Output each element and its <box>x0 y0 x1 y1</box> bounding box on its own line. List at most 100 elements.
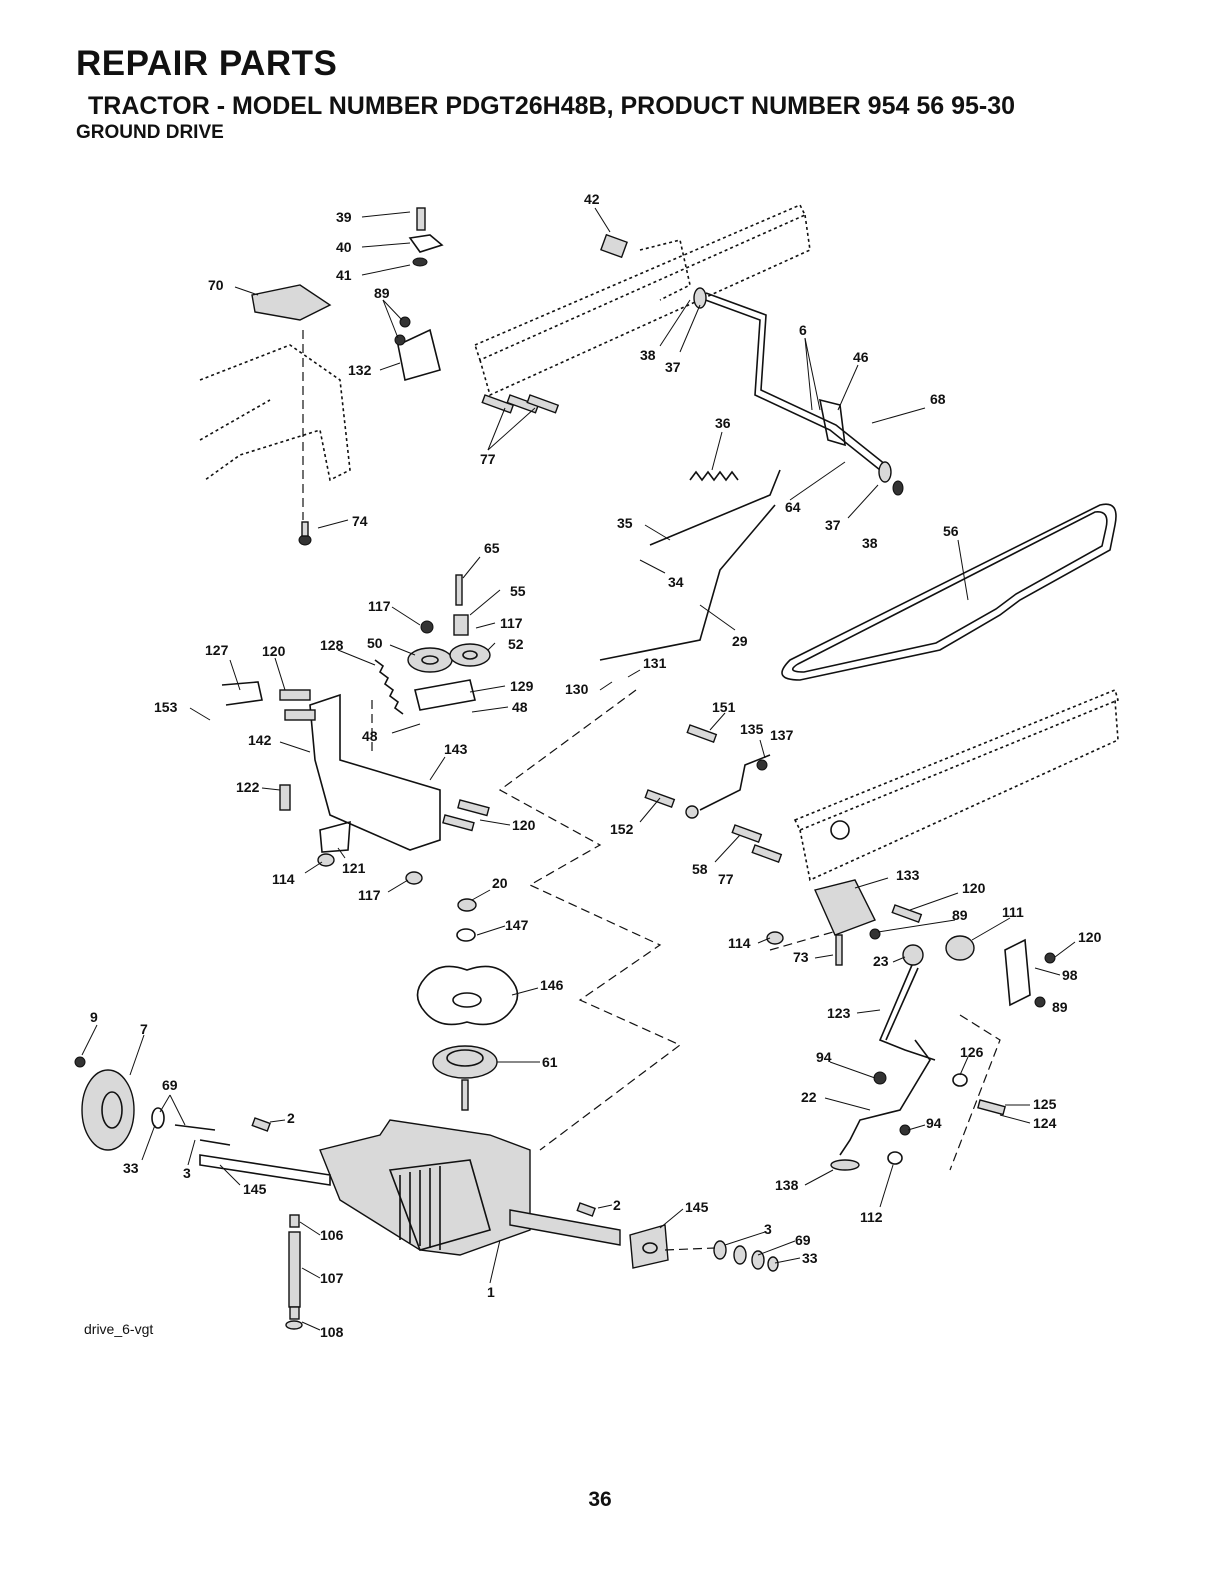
callout-37b: 37 <box>825 517 841 533</box>
part-shift-lever-123 <box>830 944 1006 1171</box>
callout-137: 137 <box>770 727 794 743</box>
callout-22: 22 <box>801 1089 817 1105</box>
callout-77b: 77 <box>718 871 734 887</box>
frame-rail-upper <box>474 203 811 397</box>
callout-33a: 33 <box>123 1160 139 1176</box>
callout-23: 23 <box>873 953 889 969</box>
callout-152: 152 <box>610 821 634 837</box>
callout-120b: 120 <box>512 817 536 833</box>
callout-151: 151 <box>712 699 736 715</box>
callout-46: 46 <box>853 349 869 365</box>
callout-36: 36 <box>715 415 731 431</box>
callout-leaders <box>81 207 1076 1331</box>
callout-52: 52 <box>508 636 524 652</box>
part-idler-pulleys-50-52 <box>407 574 491 673</box>
callout-64: 64 <box>785 499 801 515</box>
callout-123: 123 <box>827 1005 851 1021</box>
callout-65: 65 <box>484 540 500 556</box>
callout-153: 153 <box>154 699 178 715</box>
callout-147: 147 <box>505 917 529 933</box>
callout-40: 40 <box>336 239 352 255</box>
callout-127: 127 <box>205 642 229 658</box>
callout-138: 138 <box>775 1177 799 1193</box>
part-bolt-39 <box>408 207 444 267</box>
callout-41: 41 <box>336 267 352 283</box>
callout-145b: 145 <box>685 1199 709 1215</box>
callout-98: 98 <box>1062 967 1078 983</box>
callout-58: 58 <box>692 861 708 877</box>
callout-37: 37 <box>665 359 681 375</box>
part-spring-36 <box>689 470 739 482</box>
callout-94b: 94 <box>926 1115 942 1131</box>
callout-73: 73 <box>793 949 809 965</box>
page-title: REPAIR PARTS <box>76 44 338 83</box>
callout-69b: 69 <box>795 1232 811 1248</box>
callout-114a: 114 <box>272 871 295 887</box>
fender-outline <box>199 344 351 482</box>
section-title: GROUND DRIVE <box>76 122 224 143</box>
callout-117c: 117 <box>358 887 381 903</box>
callout-94a: 94 <box>816 1049 832 1065</box>
assembly-guide-lines <box>302 330 1001 1171</box>
callout-77: 77 <box>480 451 496 467</box>
callout-50: 50 <box>367 635 383 651</box>
callout-29: 29 <box>732 633 748 649</box>
part-rods-35-29 <box>599 469 781 661</box>
part-rod-107 <box>285 1214 303 1330</box>
callout-55: 55 <box>510 583 526 599</box>
callout-69a: 69 <box>162 1077 178 1093</box>
part-spacer-42 <box>600 233 628 259</box>
callout-1: 1 <box>487 1284 495 1300</box>
callout-42: 42 <box>584 191 600 207</box>
callout-38b: 38 <box>862 535 878 551</box>
part-bracket-142 <box>221 681 490 885</box>
callout-125: 125 <box>1033 1096 1057 1112</box>
callout-117b: 117 <box>500 615 523 631</box>
callout-labels: 39 40 41 42 70 89 132 77 38 37 6 46 68 3… <box>90 191 1102 1340</box>
callout-2b: 2 <box>613 1197 621 1213</box>
callout-89b: 89 <box>952 907 968 923</box>
callout-89c: 89 <box>1052 999 1068 1015</box>
callout-124: 124 <box>1033 1115 1057 1131</box>
callout-120d: 120 <box>1078 929 1102 945</box>
callout-68: 68 <box>930 391 946 407</box>
callout-145a: 145 <box>243 1181 267 1197</box>
callout-34: 34 <box>668 574 684 590</box>
callout-3a: 3 <box>183 1165 191 1181</box>
callout-142: 142 <box>248 732 272 748</box>
callout-9: 9 <box>90 1009 98 1025</box>
part-belt-56 <box>781 503 1117 681</box>
callout-35: 35 <box>617 515 633 531</box>
callout-106: 106 <box>320 1227 344 1243</box>
callout-132: 132 <box>348 362 372 378</box>
part-transaxle-1 <box>74 1056 779 1272</box>
callout-128: 128 <box>320 637 344 653</box>
callout-38: 38 <box>640 347 656 363</box>
callout-74: 74 <box>352 513 368 529</box>
callout-143: 143 <box>444 741 468 757</box>
callout-126: 126 <box>960 1044 984 1060</box>
part-pedal-pad-70 <box>251 284 332 321</box>
page-number: 36 <box>588 1488 612 1511</box>
callout-130: 130 <box>565 681 589 697</box>
callout-48b: 48 <box>362 728 378 744</box>
part-bolt-74 <box>298 521 312 546</box>
part-fan-146 <box>416 898 519 1111</box>
callout-20: 20 <box>492 875 508 891</box>
callout-122: 122 <box>236 779 260 795</box>
callout-135: 135 <box>740 721 764 737</box>
part-bracket-133 <box>731 824 1056 1008</box>
callout-7: 7 <box>140 1021 148 1037</box>
callout-131: 131 <box>643 655 667 671</box>
callout-114b: 114 <box>728 935 751 951</box>
callout-112: 112 <box>860 1209 883 1225</box>
callout-70: 70 <box>208 277 224 293</box>
part-bracket-132 <box>394 316 560 414</box>
part-linkage-135 <box>644 724 771 819</box>
callout-120c: 120 <box>962 880 986 896</box>
drawing-code: drive_6-vgt <box>84 1321 154 1337</box>
callout-33b: 33 <box>802 1250 818 1266</box>
callout-3b: 3 <box>764 1221 772 1237</box>
